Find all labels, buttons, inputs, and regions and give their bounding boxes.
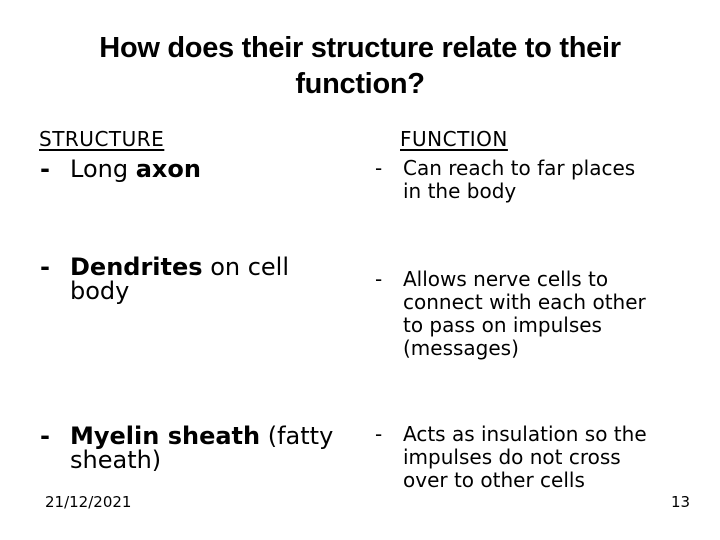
function-item-connect-cells: - Allows nerve cells to connect with eac…	[375, 268, 705, 360]
slide-page-number: 13	[671, 493, 691, 511]
slide-title: How does their structure relate to their…	[99, 32, 621, 100]
bullet-dash: -	[40, 253, 50, 281]
structure-item-dendrites: - Dendrites on cell body	[40, 255, 360, 303]
bullet-text: Acts as insulation so the impulses do no…	[403, 422, 647, 492]
function-item-reach-far: - Can reach to far places in the body	[375, 157, 705, 203]
bullet-text: Long axon	[70, 155, 201, 183]
bullet-text: Myelin sheath (fatty sheath)	[70, 422, 334, 474]
bullet-text: Can reach to far places in the body	[403, 156, 636, 203]
bullet-dash: -	[375, 267, 383, 291]
bullet-dash: -	[40, 155, 50, 183]
bullet-text: Allows nerve cells to connect with each …	[403, 267, 646, 360]
bullet-dash: -	[375, 422, 383, 446]
bullet-dash: -	[375, 156, 383, 180]
function-column-header: FUNCTION	[400, 127, 508, 151]
structure-item-myelin-sheath: - Myelin sheath (fatty sheath)	[40, 424, 370, 472]
structure-item-long-axon: - Long axon	[40, 157, 360, 181]
bullet-text: Dendrites on cell body	[70, 253, 290, 305]
bullet-dash: -	[40, 422, 50, 450]
function-item-insulation: - Acts as insulation so the impulses do …	[375, 423, 705, 492]
structure-column-header: STRUCTURE	[39, 127, 165, 151]
slide-date: 21/12/2021	[45, 493, 132, 511]
